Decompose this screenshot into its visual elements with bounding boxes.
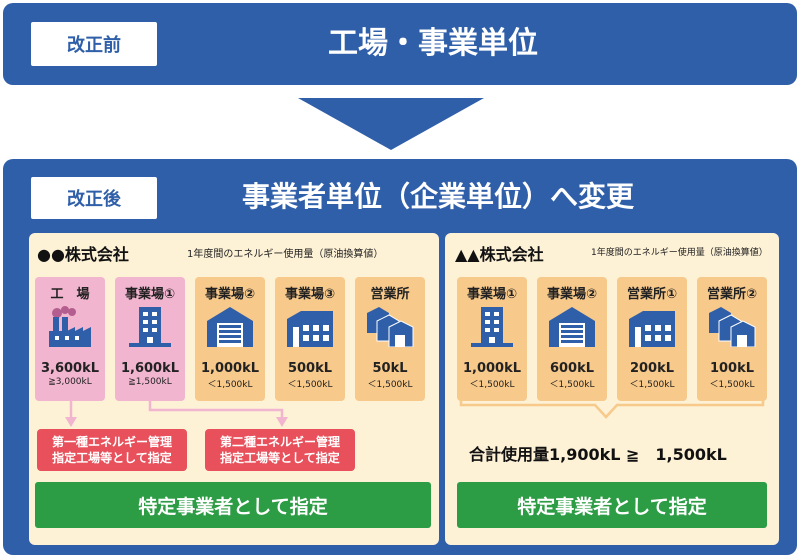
left-facility-4: 事業場③ 500kL ＜1,500kL (275, 277, 345, 401)
right-facility-4: 営業所② 100kL ＜1,500kL (697, 277, 767, 401)
depot-icon (627, 305, 677, 347)
facility-usage: 1,000kL (200, 361, 260, 376)
designation-type2-label: 第二種エネルギー管理 指定工場等として指定 (205, 429, 355, 471)
facility-threshold: ＜1,500kL (709, 380, 755, 390)
left-company-name: ●●株式会社 (37, 245, 129, 264)
left-facility-3: 事業場② 1,000kL ＜1,500kL (195, 277, 265, 401)
facility-usage: 1,000kL (462, 361, 522, 376)
facility-label: 事業場② (204, 287, 255, 302)
right-facility-2: 事業場② 600kL ＜1,500kL (537, 277, 607, 401)
right-unit-note: 1年度間のエネルギー使用量（原油換算値） (591, 248, 768, 258)
total-usage: 合計使用量1,900kL ≧ 1,500kL (469, 445, 727, 464)
left-facility-1: 工 場 3,600kL≧3,000kL (35, 277, 105, 401)
store-icon (365, 305, 415, 348)
left-facility-5: 営業所 50kL ＜1,500kL (355, 277, 425, 401)
left-unit-note: 1年度間のエネルギー使用量（原油換算値） (187, 249, 384, 260)
office-building-icon (467, 305, 517, 347)
right-company-panel: ▲▲株式会社 1年度間のエネルギー使用量（原油換算値） 事業場① 1,000kL ＜… (445, 233, 779, 545)
left-facility-2: 事業場① 1,600kL≧1,500kL (115, 277, 185, 401)
facility-threshold: ＜1,500kL (287, 380, 333, 390)
depot-icon (285, 305, 335, 347)
facility-threshold: ≧1,500kL (128, 377, 172, 387)
left-result-banner: 特定事業者として指定 (35, 482, 431, 528)
facility-label: 事業場② (546, 287, 597, 302)
left-connectors (65, 401, 288, 427)
facility-label: 営業所 (370, 287, 410, 302)
warehouse-icon (547, 305, 597, 347)
facility-usage: 3,600kL (40, 361, 100, 376)
right-result-banner: 特定事業者として指定 (457, 482, 767, 528)
facility-label: 営業所① (626, 287, 677, 302)
before-badge: 改正前 (31, 22, 157, 66)
facility-usage: 1,600kL (120, 361, 180, 376)
facility-usage: 50kL (372, 361, 408, 376)
facility-usage: 200kL (629, 361, 675, 376)
facility-usage: 100kL (709, 361, 755, 376)
facility-threshold: ≧3,000kL (48, 377, 92, 387)
facility-usage: 500kL (287, 361, 333, 376)
facility-label: 事業場③ (284, 287, 335, 302)
store-icon (707, 305, 757, 348)
factory-icon (45, 305, 95, 347)
after-title: 事業者単位（企業単位）へ変更 (241, 180, 634, 213)
facility-label: 工 場 (50, 287, 90, 302)
warehouse-icon (205, 305, 255, 347)
facility-threshold: ＜1,500kL (207, 380, 253, 390)
right-facility-3: 営業所① 200kL ＜1,500kL (617, 277, 687, 401)
right-company-name: ▲▲株式会社 (455, 245, 544, 264)
right-facility-1: 事業場① 1,000kL ＜1,500kL (457, 277, 527, 401)
after-section: 改正後 事業者単位（企業単位）へ変更 ●●株式会社 1年度間のエネルギー使用量（… (3, 159, 797, 555)
facility-label: 事業場① (124, 287, 175, 302)
facility-threshold: ＜1,500kL (367, 380, 413, 390)
facility-label: 事業場① (466, 287, 517, 302)
facility-usage: 600kL (549, 361, 595, 376)
facility-threshold: ＜1,500kL (549, 380, 595, 390)
facility-threshold: ＜1,500kL (629, 380, 675, 390)
before-banner: 改正前 工場・事業単位 (3, 3, 797, 85)
designation-type1-label: 第一種エネルギー管理 指定工場等として指定 (37, 429, 187, 471)
after-badge: 改正後 (31, 177, 157, 219)
office-building-icon (125, 305, 175, 347)
sum-brace (459, 397, 765, 419)
left-company-panel: ●●株式会社 1年度間のエネルギー使用量（原油換算値） 工 場 3,600kL≧3… (29, 233, 439, 545)
before-title: 工場・事業単位 (328, 26, 538, 61)
facility-label: 営業所② (706, 287, 757, 302)
down-arrow-icon (298, 98, 484, 150)
facility-threshold: ＜1,500kL (469, 380, 515, 390)
